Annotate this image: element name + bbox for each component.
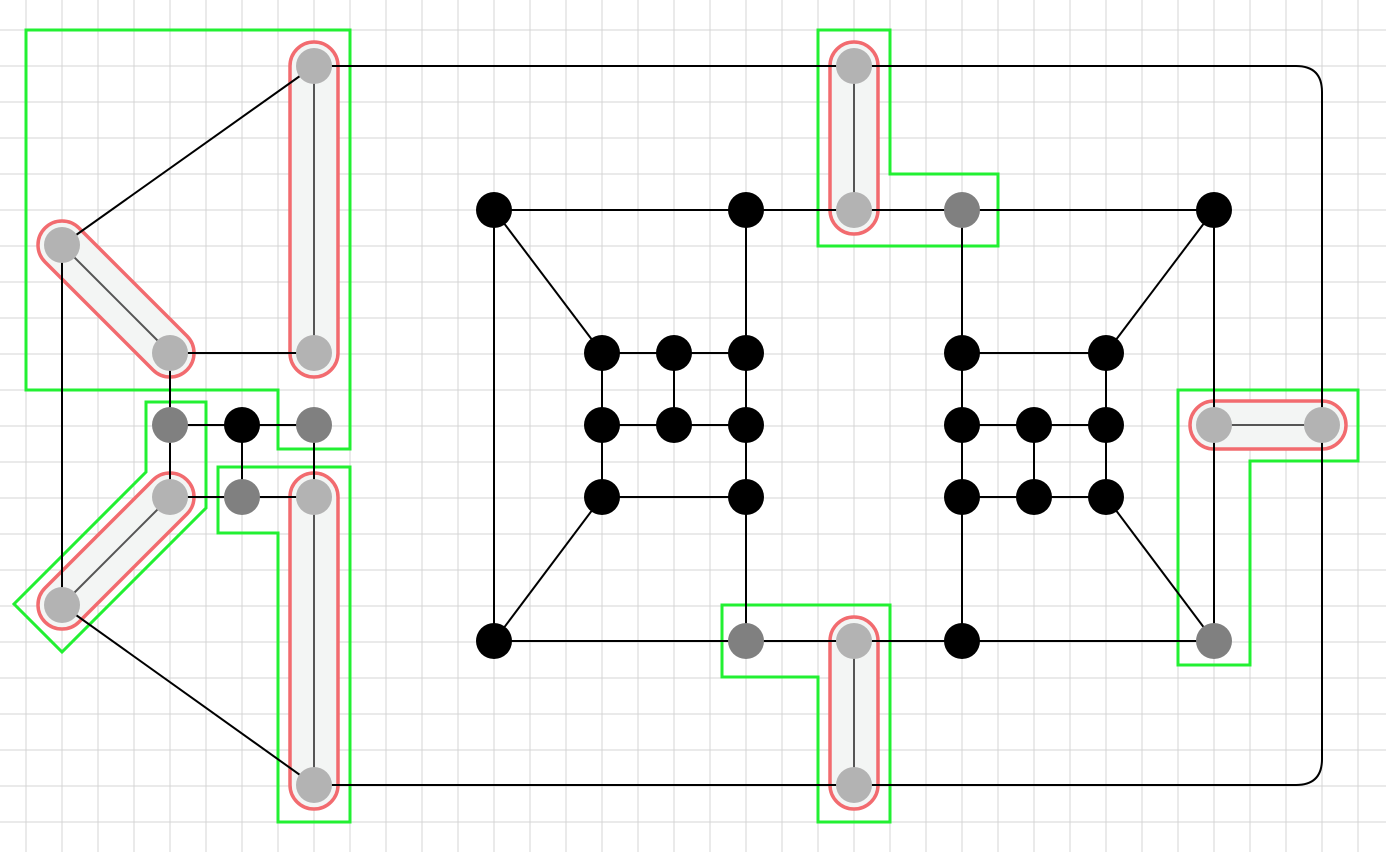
- highlight-region: [1176, 388, 1360, 667]
- vertex-black: [584, 479, 620, 515]
- edge: [61, 65, 315, 246]
- edge: [61, 604, 315, 786]
- vertex-black: [1088, 335, 1124, 371]
- vertex-light: [836, 767, 872, 803]
- highlight-region: [216, 465, 352, 824]
- vertex-light: [296, 767, 332, 803]
- highlight-region: [816, 28, 1000, 248]
- vertex-black: [944, 407, 980, 443]
- vertex-black: [1088, 479, 1124, 515]
- vertex-dark: [296, 407, 332, 443]
- vertex-dark: [728, 623, 764, 659]
- vertex-black: [1016, 407, 1052, 443]
- vertex-black: [728, 335, 764, 371]
- vertex-light: [44, 587, 80, 623]
- vertex-black: [944, 479, 980, 515]
- vertex-black: [728, 407, 764, 443]
- highlight-region: [24, 28, 352, 451]
- highlight-region: [720, 603, 892, 824]
- edge: [1105, 496, 1215, 642]
- matched-edge: [61, 496, 171, 606]
- vertex-black: [944, 623, 980, 659]
- graph-vertices: [44, 48, 1340, 803]
- edge: [493, 496, 603, 642]
- vertex-light: [152, 335, 188, 371]
- vertex-dark: [224, 479, 260, 515]
- vertex-light: [836, 623, 872, 659]
- vertex-light: [296, 48, 332, 84]
- vertex-black: [728, 479, 764, 515]
- vertex-light: [296, 479, 332, 515]
- vertex-black: [656, 407, 692, 443]
- vertex-black: [1016, 479, 1052, 515]
- vertex-black: [944, 335, 980, 371]
- edge: [1105, 209, 1215, 354]
- vertex-black: [476, 192, 512, 228]
- matched-edge: [61, 244, 171, 354]
- vertex-black: [584, 407, 620, 443]
- vertex-dark: [1196, 623, 1232, 659]
- vertex-light: [1304, 407, 1340, 443]
- vertex-light: [1196, 407, 1232, 443]
- vertex-dark: [152, 407, 188, 443]
- vertex-dark: [944, 192, 980, 228]
- vertex-black: [476, 623, 512, 659]
- region-outlines: [11, 28, 1360, 824]
- vertex-black: [584, 335, 620, 371]
- vertex-black: [728, 192, 764, 228]
- vertex-black: [656, 335, 692, 371]
- vertex-light: [296, 335, 332, 371]
- highlight-region: [11, 400, 208, 655]
- vertex-light: [836, 48, 872, 84]
- vertex-light: [44, 227, 80, 263]
- vertex-black: [1196, 192, 1232, 228]
- vertex-black: [224, 407, 260, 443]
- vertex-light: [836, 192, 872, 228]
- vertex-black: [1088, 407, 1124, 443]
- vertex-light: [152, 479, 188, 515]
- edge: [493, 209, 603, 354]
